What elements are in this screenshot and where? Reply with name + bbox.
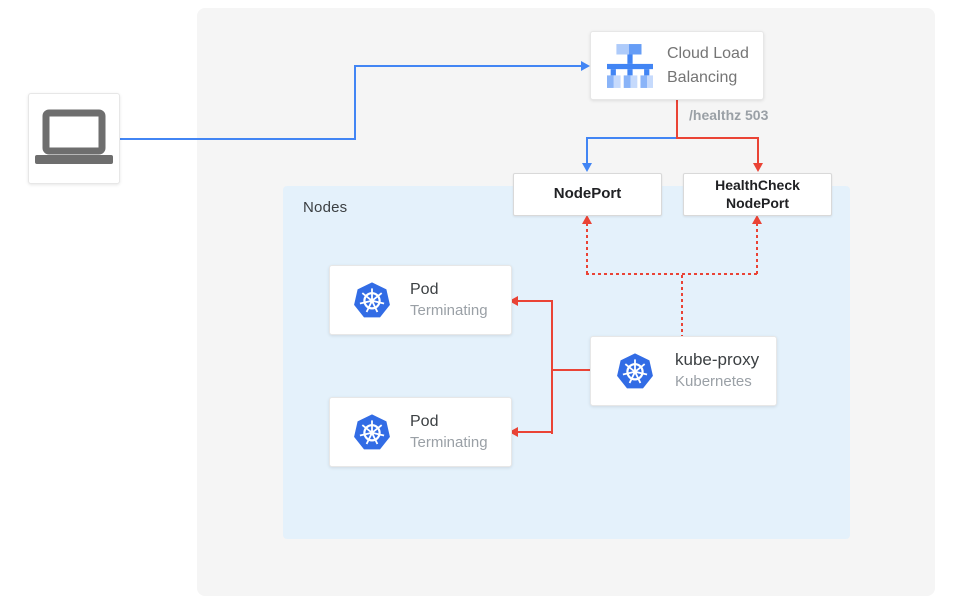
edge-dotted-to-nodeport — [586, 223, 588, 275]
edge-clb-down-stem — [676, 100, 678, 139]
pod-node-1: Pod Terminating — [329, 265, 512, 335]
kube-proxy-subtitle: Kubernetes — [675, 373, 752, 391]
edge-dotted-horizontal — [586, 273, 759, 275]
kubernetes-icon — [615, 351, 655, 391]
cloud-load-balancing-icon — [607, 43, 653, 88]
kube-proxy-node: kube-proxy Kubernetes — [590, 336, 777, 406]
pod-status: Terminating — [410, 433, 488, 451]
healthz-status-label: /healthz 503 — [689, 107, 769, 123]
laptop-icon — [33, 109, 115, 169]
edge-to-pod1 — [518, 300, 553, 302]
edge-client-to-clb-seg3 — [354, 65, 582, 67]
arrowhead-into-nodeport — [582, 163, 592, 172]
arrowhead-dotted-into-nodeport — [582, 215, 592, 224]
arrowhead-dotted-into-hc-nodeport — [752, 215, 762, 224]
nodeport-node: NodePort — [513, 173, 662, 216]
healthcheck-nodeport-label: HealthCheck NodePort — [715, 177, 800, 211]
client-node — [28, 93, 120, 184]
kubernetes-icon — [352, 280, 392, 320]
pod-title: Pod — [410, 281, 439, 299]
kube-proxy-title: kube-proxy — [675, 350, 760, 370]
edge-to-hc-nodeport-seg1 — [676, 137, 759, 139]
pod-status: Terminating — [410, 301, 488, 319]
pod-node-2: Pod Terminating — [329, 397, 512, 467]
nodes-panel-label: Nodes — [303, 199, 348, 216]
nodeport-label: NodePort — [553, 185, 622, 203]
edge-to-hc-nodeport-seg2 — [757, 137, 759, 165]
edge-to-nodeport-seg1 — [586, 137, 676, 139]
cloud-load-balancing-label: Cloud Load Balancing — [667, 45, 749, 86]
edge-kubeproxy-trunk — [551, 300, 553, 434]
cloud-load-balancing-node: Cloud Load Balancing — [590, 31, 764, 100]
edge-client-to-clb-seg1 — [120, 138, 356, 140]
edge-to-pod2 — [518, 431, 553, 433]
edge-kubeproxy-out — [552, 369, 590, 371]
arrowhead-into-pod2 — [509, 427, 518, 437]
arrowhead-into-pod1 — [509, 296, 518, 306]
edge-kubeproxy-dotted-stem — [681, 275, 683, 336]
arrowhead-into-hc-nodeport — [753, 163, 763, 172]
kubernetes-icon — [352, 412, 392, 452]
pod-title: Pod — [410, 413, 439, 431]
edge-dotted-to-hc-nodeport — [756, 223, 758, 275]
healthcheck-nodeport-node: HealthCheck NodePort — [683, 173, 832, 216]
arrowhead-into-clb — [581, 61, 590, 71]
edge-client-to-clb-seg2 — [354, 65, 356, 140]
edge-to-nodeport-seg2 — [586, 137, 588, 165]
